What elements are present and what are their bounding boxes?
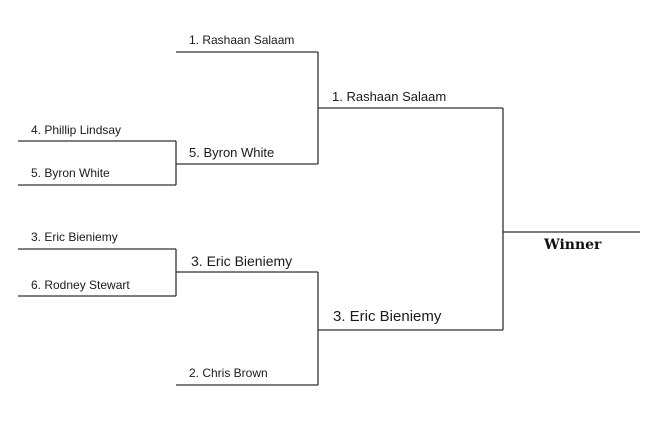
label-r2-chris-brown: 2. Chris Brown [189,366,268,380]
label-r1-phillip-lindsay: 4. Phillip Lindsay [31,123,121,137]
label-winner: Winner [543,237,602,253]
label-r2-rashaan-salaam: 1. Rashaan Salaam [189,33,294,47]
label-r1-rodney-stewart: 6. Rodney Stewart [31,278,130,292]
label-r1-eric-bieniemy: 3. Eric Bieniemy [31,230,118,244]
label-sf-rashaan-salaam: 1. Rashaan Salaam [332,89,446,104]
label-sf-eric-bieniemy: 3. Eric Bieniemy [333,308,442,325]
label-r1-byron-white: 5. Byron White [31,166,110,180]
label-r2-eric-bieniemy: 3. Eric Bieniemy [191,253,292,269]
label-r2-byron-white: 5. Byron White [189,145,274,160]
